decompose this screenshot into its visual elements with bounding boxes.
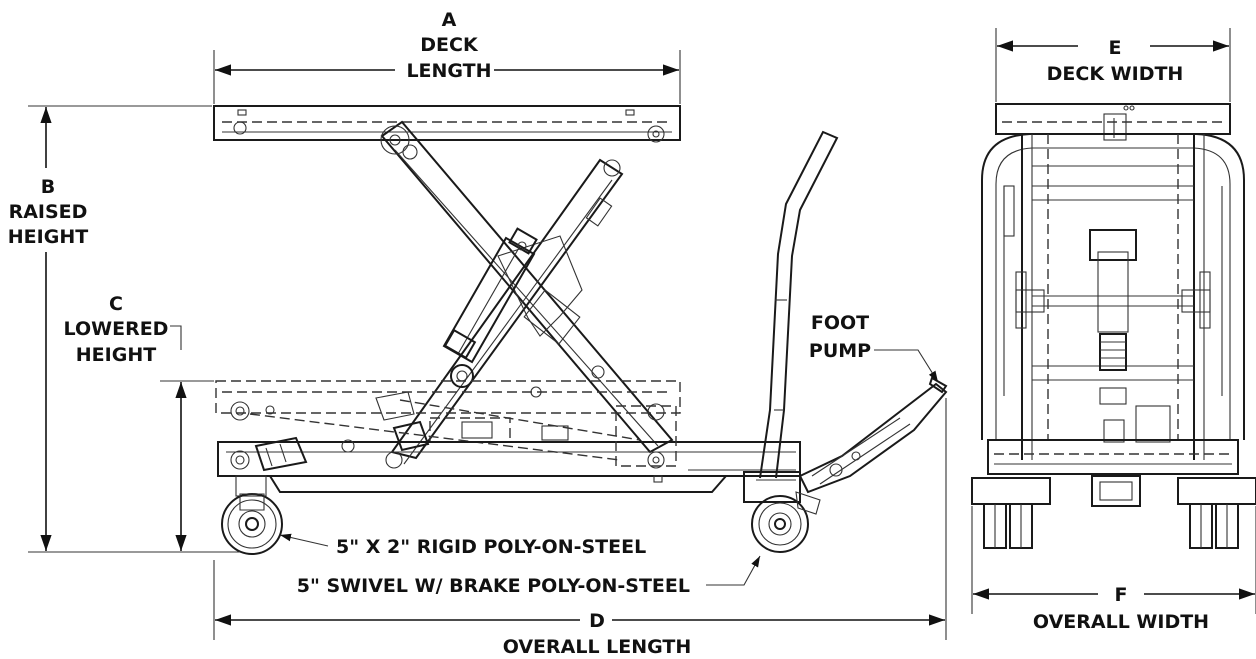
label-e-letter: E [1109, 37, 1122, 59]
label-e-line1: DECK WIDTH [1047, 63, 1184, 85]
label-swivel-wheel: 5" SWIVEL W/ BRAKE POLY-ON-STEEL [297, 575, 690, 597]
label-b-line2: HEIGHT [8, 226, 88, 248]
label-f-letter: F [1115, 584, 1128, 606]
swivel-wheel [743, 471, 821, 553]
push-handle [759, 130, 839, 479]
label-foot-line1: FOOT [811, 312, 869, 334]
label-a-letter: A [442, 9, 457, 31]
label-rigid-wheel: 5" X 2" RIGID POLY-ON-STEEL [336, 536, 646, 558]
scissor-arms [380, 120, 674, 465]
base-frame [217, 405, 801, 493]
label-a-line2: LENGTH [406, 60, 491, 82]
front-casters [971, 475, 1256, 549]
label-c-letter: C [109, 293, 123, 315]
label-a-line1: DECK [420, 34, 479, 56]
label-f-line1: OVERALL WIDTH [1033, 611, 1209, 633]
front-view [971, 103, 1256, 549]
label-c-line2: HEIGHT [76, 344, 156, 366]
rigid-wheel [221, 475, 283, 555]
foot-pump [798, 376, 948, 494]
label-b-letter: B [41, 176, 55, 198]
label-foot-line2: PUMP [809, 340, 871, 362]
label-c-line1: LOWERED [64, 318, 169, 340]
dimension-lines [28, 28, 1256, 640]
dimension-labels: A DECK LENGTH B RAISED HEIGHT C LOWERED … [8, 9, 1209, 658]
label-b-line1: RAISED [9, 201, 88, 223]
lowered-deck [215, 365, 681, 461]
raised-deck [213, 105, 681, 143]
hydraulic-cylinder [442, 227, 538, 364]
side-view [213, 105, 948, 555]
label-d-letter: D [589, 610, 605, 632]
label-d-line1: OVERALL LENGTH [503, 636, 692, 658]
